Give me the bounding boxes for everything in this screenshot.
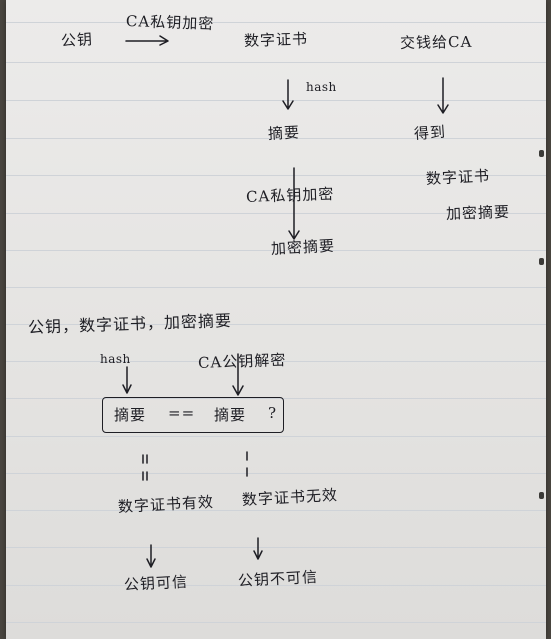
cert-valid-label: 数字证书有效 xyxy=(117,492,215,516)
ruled-line xyxy=(6,398,546,399)
arrow-right-icon xyxy=(125,35,169,46)
ruled-line xyxy=(6,436,546,437)
arrow-down-icon xyxy=(146,544,156,568)
ruled-line xyxy=(6,510,546,511)
encrypted-digest-label: 加密摘要 xyxy=(270,236,336,258)
equals-sign: == xyxy=(168,404,196,422)
obtained-cert-label: 数字证书 xyxy=(425,166,491,188)
ruled-line xyxy=(6,22,546,23)
arrow-down-icon xyxy=(122,366,132,394)
cert-invalid-label: 数字证书无效 xyxy=(241,485,339,509)
notebook-page: 公钥 CA私钥加密 数字证书 交钱给CA hash 摘要 得到 CA私钥加密 数… xyxy=(6,0,546,639)
obtained-encrypted-digest-label: 加密摘要 xyxy=(445,202,511,223)
ruled-line xyxy=(6,622,546,623)
binder-hole xyxy=(539,150,544,157)
question-mark: ? xyxy=(268,404,278,422)
equals-mark-icon xyxy=(142,454,148,481)
ruled-line xyxy=(6,473,546,474)
arrow-down-icon xyxy=(437,77,449,114)
digest-compare-box xyxy=(102,397,284,433)
arrow-down-icon xyxy=(253,537,263,560)
arrow-down-icon xyxy=(282,79,294,110)
ruled-line xyxy=(6,175,546,176)
ca-private-encrypt-label: CA私钥加密 xyxy=(125,12,215,34)
digest-left-label: 摘要 xyxy=(114,406,147,424)
obtain-label: 得到 xyxy=(413,122,447,143)
ruled-line xyxy=(6,324,546,325)
ruled-line xyxy=(6,100,546,101)
section2-heading: 公钥，数字证书，加密摘要 xyxy=(27,310,233,337)
digital-cert-label: 数字证书 xyxy=(243,29,309,50)
ruled-line xyxy=(6,287,546,288)
digest-label: 摘要 xyxy=(267,123,301,143)
binder-hole xyxy=(539,258,544,265)
public-key-label: 公钥 xyxy=(60,30,94,50)
give-ca-label: 交钱给CA xyxy=(399,32,473,52)
hash-step-label: hash xyxy=(100,352,131,366)
ruled-line xyxy=(6,250,546,251)
hash-label: hash xyxy=(306,80,337,94)
ca-private-encrypt-step-label: CA私钥加密 xyxy=(245,184,335,206)
ruled-line xyxy=(6,62,546,63)
ruled-line xyxy=(6,585,546,586)
key-untrusted-label: 公钥不可信 xyxy=(237,567,319,590)
ruled-line xyxy=(6,361,546,362)
key-trusted-label: 公钥可信 xyxy=(123,572,189,594)
binder-hole xyxy=(539,492,544,499)
ruled-line xyxy=(6,547,546,548)
ca-public-decrypt-label: CA公钥解密 xyxy=(197,350,287,372)
digest-right-label: 摘要 xyxy=(214,406,247,424)
ruled-line xyxy=(6,213,546,214)
ruled-line xyxy=(6,138,546,139)
